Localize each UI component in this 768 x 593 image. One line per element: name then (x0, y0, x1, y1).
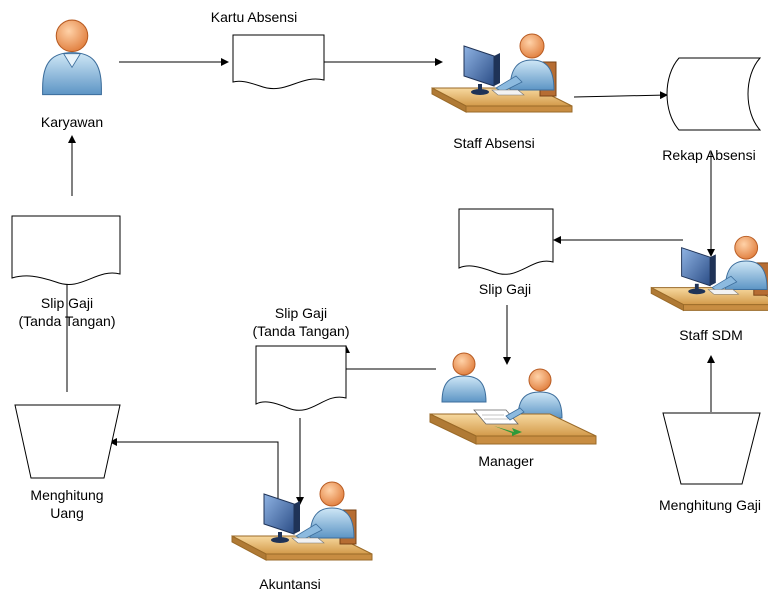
label-karyawan: Karyawan (41, 114, 103, 130)
arrow-akuntansi-to-menghitung-uang (109, 438, 279, 502)
label-staff-absensi: Staff Absensi (453, 135, 534, 151)
document-shape-slip-gaji-right (458, 208, 554, 275)
label-menghitung-uang-line2: Uang (50, 505, 83, 521)
workstation-icon (431, 33, 573, 113)
label-menghitung-uang-line1: Menghitung (30, 487, 103, 503)
manual-operation-shape-menghitung-gaji (662, 412, 761, 485)
label-slip-gaji-mid-line1: Slip Gaji (275, 305, 327, 321)
arrow-staff-absensi-to-rekap (573, 91, 668, 100)
document-shape-slip-gaji-mid (255, 345, 347, 411)
workstation-icon (231, 481, 373, 561)
workstation-icon (650, 235, 768, 311)
label-staff-sdm: Staff SDM (679, 327, 743, 343)
label-rekap-absensi: Rekap Absensi (662, 147, 755, 163)
document-shape-kartu-absensi (232, 34, 325, 90)
label-menghitung-gaji: Menghitung Gaji (659, 497, 761, 513)
connectors (63, 58, 715, 505)
arrow-manager-to-slip-mid (342, 345, 436, 370)
label-slip-gaji-mid-line2: (Tanda Tangan) (252, 323, 349, 339)
label-kartu-absensi: Kartu Absensi (211, 9, 297, 25)
label-slip-gaji-left-line2: (Tanda Tangan) (18, 313, 115, 329)
manual-operation-shape-menghitung-uang (14, 404, 121, 479)
label-akuntansi: Akuntansi (259, 576, 320, 592)
label-manager: Manager (478, 453, 534, 469)
meeting-icon (429, 352, 597, 445)
labels: Kartu Absensi Karyawan Staff Absensi Rek… (18, 9, 761, 592)
label-slip-gaji-right: Slip Gaji (479, 281, 531, 297)
person-icon (42, 19, 102, 96)
label-slip-gaji-left-line1: Slip Gaji (41, 295, 93, 311)
document-shape-slip-gaji-left (11, 215, 121, 285)
stored-data-shape-rekap-absensi (666, 57, 762, 131)
